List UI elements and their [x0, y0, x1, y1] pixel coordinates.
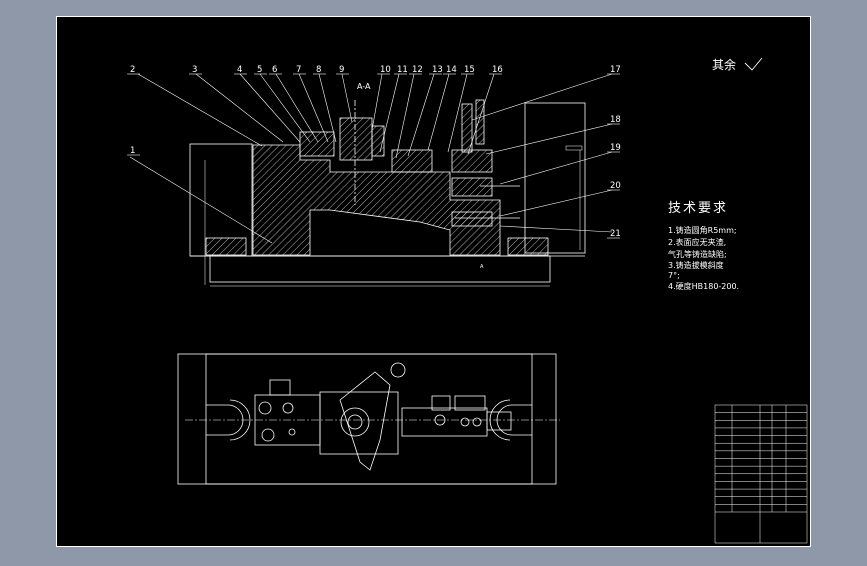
callout-leader [275, 73, 319, 143]
callout-leader [195, 73, 284, 143]
bolt-block [451, 149, 493, 173]
plan-center-block [319, 391, 399, 455]
sheet-border [56, 16, 811, 547]
svg-text:其余: 其余 [712, 57, 736, 72]
callout-number: 8 [316, 65, 321, 75]
tech-req-title: 技术要求 [668, 201, 728, 216]
tech-req-item: 4.硬度HB180-200. [668, 281, 739, 291]
callout-leader [259, 73, 311, 143]
section-view [189, 99, 586, 287]
callout-number: 15 [464, 65, 475, 75]
callout-number: 6 [272, 65, 277, 75]
callout-leader [485, 123, 613, 155]
callout-leader [239, 73, 301, 143]
callout-leader [499, 225, 613, 233]
callout-number: 20 [610, 181, 621, 191]
tech-req-item: 1.铸造圆角R5mm; [668, 225, 737, 235]
callout-leader [129, 156, 273, 244]
right-foot [507, 237, 549, 256]
callout-leader [395, 73, 415, 159]
title-block [714, 404, 808, 544]
callout-number: 9 [339, 65, 344, 75]
tech-req-item: 3.铸造拔模斜度 [668, 260, 724, 270]
base-right-block [524, 102, 586, 254]
callout-leader [471, 73, 613, 121]
callout-number: 3 [192, 65, 197, 75]
technical-requirements: 技术要求 1.铸造圆角R5mm; 2.表面应无夹渣, 气孔等铸造缺陷; 3.铸造… [668, 201, 739, 291]
callout-leader [407, 73, 435, 157]
callout-leader [379, 73, 400, 153]
callout-number: 12 [412, 65, 423, 75]
callout-number: 14 [446, 65, 457, 75]
callout-number: 10 [380, 65, 391, 75]
callout-leader [499, 151, 613, 185]
callout-number: 4 [237, 65, 242, 75]
callout-leader [137, 73, 263, 147]
callout-number: 19 [610, 143, 621, 153]
plan-view [177, 353, 560, 485]
center-clamp [339, 117, 373, 161]
fixture-body-section [252, 144, 501, 256]
callout-number: 13 [432, 65, 443, 75]
callout-number: 2 [130, 65, 135, 75]
roughness-symbol [744, 57, 763, 71]
callout-leaders [127, 73, 620, 244]
pin-block [391, 149, 433, 173]
swing-clamp [339, 371, 391, 471]
callout-number: 7 [296, 65, 301, 75]
view-label: A [480, 264, 484, 270]
callout-leader [467, 73, 495, 155]
surface-finish-note: 其余 [712, 57, 763, 72]
callout-leader [298, 73, 329, 143]
tech-req-item: 气孔等铸造缺陷; [668, 249, 727, 259]
callout-number: 1 [130, 146, 135, 156]
callout-number: 5 [257, 65, 262, 75]
tech-req-item: 7°; [668, 271, 680, 280]
tech-req-item: 2.表面应无夹渣, [668, 237, 726, 247]
callout-leader [341, 73, 353, 123]
callout-number: 16 [492, 65, 503, 75]
handle [461, 103, 473, 153]
callout-leader [447, 73, 468, 153]
callout-leader [318, 73, 337, 143]
callout-number: 21 [610, 229, 621, 239]
callout-leader [371, 73, 383, 131]
callout-number: 17 [610, 65, 621, 75]
callout-leader [427, 73, 450, 151]
callout-number: 11 [397, 65, 408, 75]
drawing-sheet [56, 16, 811, 547]
left-foot [205, 237, 247, 256]
callout-number: 18 [610, 115, 621, 125]
section-label: A-A [357, 82, 371, 91]
callout-leader [499, 189, 613, 217]
